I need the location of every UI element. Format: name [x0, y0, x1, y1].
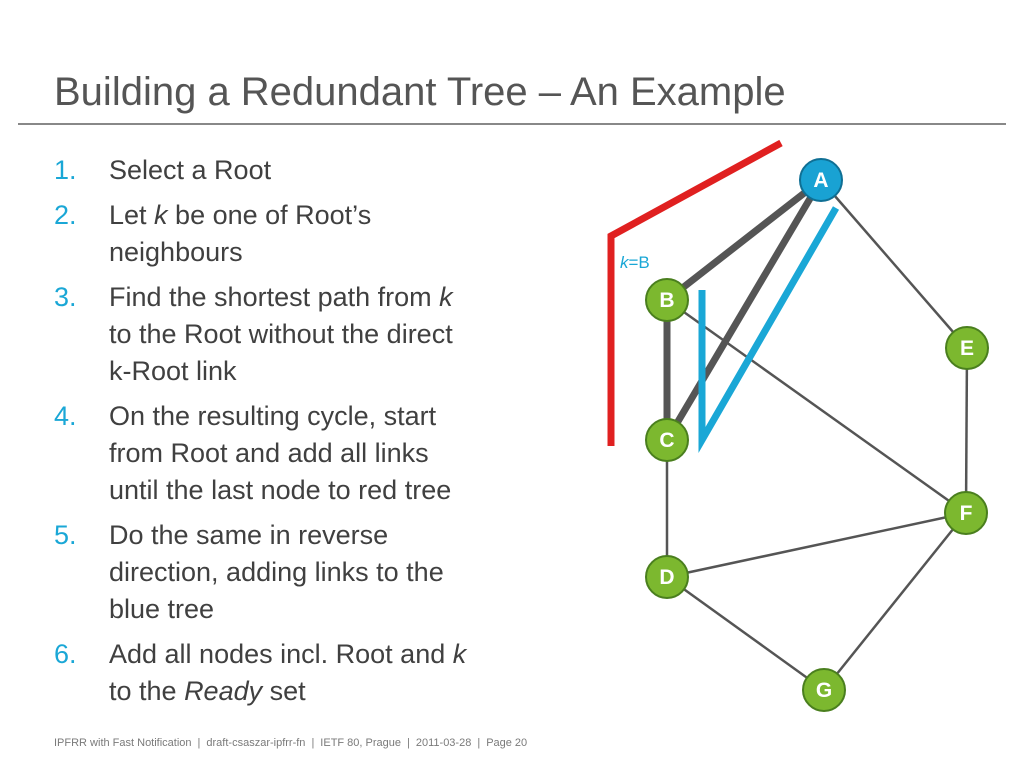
edge-d-f	[666, 511, 967, 579]
red-tree-path	[607, 139, 783, 446]
emphasis-text: k	[154, 200, 168, 230]
node-circle	[645, 555, 689, 599]
edge-a-c	[663, 178, 825, 442]
step-text-line: Select a Root	[109, 152, 584, 189]
footer-separator: |	[311, 737, 315, 749]
step-number: 1.	[54, 155, 77, 185]
k-equals-label: k=B	[620, 253, 650, 272]
node-e: E	[945, 326, 989, 370]
edge-d-g	[666, 575, 825, 692]
step-text: set	[262, 676, 306, 706]
edge-b-f	[666, 298, 967, 515]
step-text-line: On the resulting cycle, start	[109, 398, 584, 435]
step-text-line: Let k be one of Root’s	[109, 197, 584, 234]
step-text: be one of Root’s	[167, 200, 372, 230]
footer-item: Page 20	[486, 737, 528, 749]
step-text: until the last node to red tree	[109, 475, 452, 505]
graph-edges	[663, 177, 969, 692]
node-label: C	[659, 429, 674, 452]
step-text: direction, adding links to the	[109, 557, 444, 587]
step-text: k-Root link	[109, 356, 237, 386]
footer-separator: |	[477, 737, 481, 749]
edge-a-b	[664, 177, 824, 303]
node-label: A	[813, 169, 828, 192]
node-circle	[645, 418, 689, 462]
node-label: F	[960, 502, 973, 525]
node-label: B	[659, 289, 674, 312]
step-text: Let	[109, 200, 155, 230]
step-text-line: from Root and add all links	[109, 435, 584, 472]
slide-footer: IPFRR with Fast Notification | draft-csasz…	[54, 737, 527, 749]
node-g: G	[802, 668, 846, 712]
emphasis-text: k	[452, 639, 467, 669]
k-value: =B	[629, 253, 650, 272]
step-text-line: direction, adding links to the	[109, 554, 584, 591]
step-text-line: to the Root without the direct	[109, 316, 584, 353]
node-a: A	[799, 158, 843, 202]
step-number: 5.	[54, 520, 77, 550]
step-text: On the resulting cycle, start	[109, 401, 437, 431]
step-text: Find the shortest path from	[109, 282, 440, 312]
emphasis-text: Ready	[184, 676, 263, 706]
footer-item: IETF 80, Prague	[320, 737, 402, 749]
node-circle	[945, 326, 989, 370]
node-circle	[645, 278, 689, 322]
node-f: F	[944, 491, 988, 535]
slide-title: Building a Redundant Tree – An Example	[54, 70, 786, 114]
node-circle	[944, 491, 988, 535]
edge-e-f	[964, 347, 969, 514]
step-text-line: Do the same in reverse	[109, 517, 584, 554]
step-text-line: blue tree	[109, 591, 584, 628]
step-text: blue tree	[109, 594, 215, 624]
node-label: E	[960, 337, 974, 360]
step-number: 3.	[54, 282, 77, 312]
emphasis-text: k	[439, 282, 453, 312]
footer-item: 2011-03-28	[415, 737, 472, 749]
footer-item: IPFRR with Fast Notification	[54, 737, 192, 749]
step-text: Select a Root	[109, 155, 272, 185]
step-number: 6.	[54, 639, 77, 669]
node-label: G	[816, 679, 832, 702]
node-b: B	[645, 278, 689, 322]
footer-separator: |	[407, 737, 410, 749]
step-text: to the Root without the direct	[109, 319, 453, 349]
step-item: 5. Do the same in reverse direction, addin…	[54, 517, 584, 628]
step-item: 1. Select a Root	[54, 152, 584, 189]
blue-tree-path	[698, 206, 840, 454]
title-divider	[18, 123, 1006, 125]
step-text-line: neighbours	[109, 234, 584, 271]
step-text: Do the same in reverse	[109, 520, 389, 550]
step-text: from Root and add all links	[109, 438, 429, 468]
step-number: 2.	[54, 200, 77, 230]
node-circle	[802, 668, 846, 712]
step-text-line: k-Root link	[109, 353, 584, 390]
edge-f-g	[823, 512, 967, 691]
edge-a-e	[820, 179, 968, 349]
step-text-line: until the last node to red tree	[109, 472, 584, 509]
step-number: 4.	[54, 401, 77, 431]
graph-nodes: A B C D E F G	[645, 158, 989, 712]
k-symbol: k	[620, 253, 630, 272]
node-d: D	[645, 555, 689, 599]
step-text: neighbours	[109, 237, 243, 267]
step-text: to the	[109, 676, 185, 706]
node-label: D	[659, 566, 674, 589]
node-circle	[799, 158, 843, 202]
step-text-line: to the Ready set	[109, 673, 584, 710]
footer-item: draft-csaszar-ipfrr-fn	[206, 737, 306, 749]
step-item: 4. On the resulting cycle, start from Root…	[54, 398, 584, 509]
footer-separator: |	[197, 737, 201, 749]
step-text: Add all nodes incl. Root and	[109, 639, 453, 669]
step-text-line: Add all nodes incl. Root and k	[109, 636, 584, 673]
step-text-line: Find the shortest path from k	[109, 279, 584, 316]
node-c: C	[645, 418, 689, 462]
